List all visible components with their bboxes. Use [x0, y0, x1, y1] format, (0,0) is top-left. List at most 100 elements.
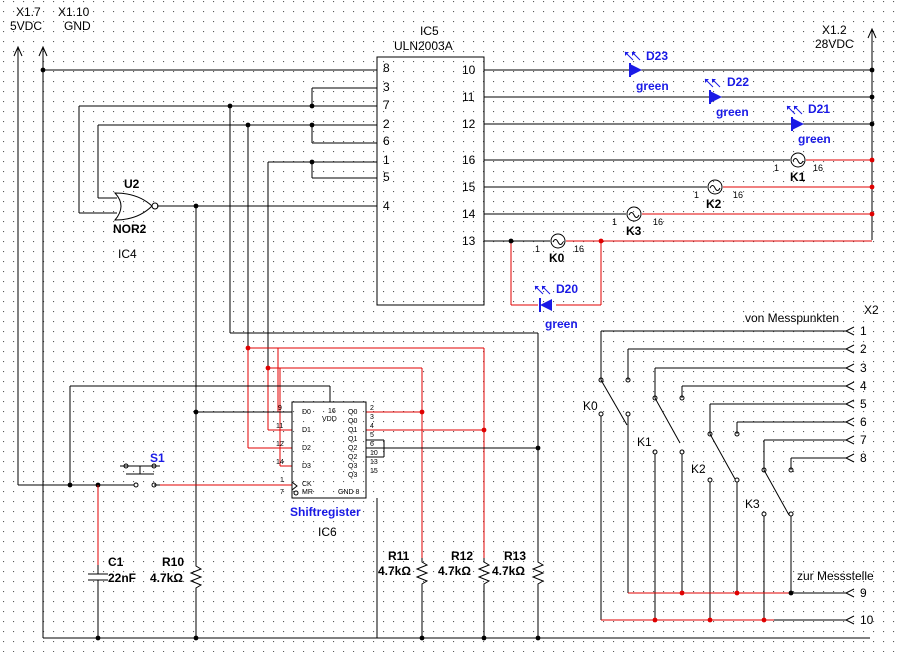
contact-ref: K2 — [691, 462, 706, 476]
ic5-right-wiring — [484, 67, 875, 306]
label-5vdc: 5VDC — [10, 19, 42, 33]
led-ref: D23 — [646, 49, 668, 63]
rail-gnd — [38, 45, 870, 639]
relay-ref: K0 — [549, 251, 565, 265]
x2-pin: 10 — [860, 613, 874, 627]
switch-s1 — [120, 463, 160, 488]
ic5-pin: 13 — [462, 234, 476, 248]
ic5-ref: IC5 — [420, 24, 439, 38]
ic5-pin: 7 — [383, 98, 390, 112]
ic5-uln2003a: IC5 ULN2003A 8 3 7 2 6 1 5 4 10 11 12 16… — [376, 24, 485, 306]
gate-ref: U2 — [124, 177, 140, 191]
sr-output-pin: 6 — [370, 441, 374, 448]
contact-ref: K3 — [745, 497, 760, 511]
sr-output: Q3 — [348, 472, 357, 479]
relay-coil-k1 — [790, 152, 806, 168]
x2-pin: 2 — [860, 342, 867, 356]
sr-output: Q3 — [348, 463, 357, 470]
switch-ref: S1 — [150, 451, 165, 465]
capacitor-c1 — [88, 565, 108, 641]
ic5-pin: 12 — [462, 117, 476, 131]
sr-output-pin: 13 — [370, 459, 378, 466]
resistor-r12 — [477, 558, 491, 641]
relay-pin: 1 — [774, 163, 779, 173]
ic5-pin: 5 — [383, 170, 390, 184]
resistor-r13 — [531, 555, 545, 641]
sr-input: D3 — [302, 463, 311, 470]
sr-output: Q1 — [348, 436, 357, 443]
resistor-r11 — [415, 558, 429, 641]
led-ref: D21 — [808, 102, 830, 116]
sr-ctl-pin: 7 — [280, 489, 284, 496]
x2-pin: 8 — [860, 451, 867, 465]
x2-pin: 5 — [860, 397, 867, 411]
x2-pin: 6 — [860, 415, 867, 429]
relay-pin: 16 — [653, 217, 663, 227]
label-x17: X1.7 — [16, 5, 41, 19]
led-d20 — [534, 285, 552, 312]
sr-ctl: MR — [302, 489, 313, 496]
led-d23 — [624, 51, 642, 77]
sr-input-pin: 9 — [278, 405, 282, 412]
sr-output-pin: 10 — [370, 450, 378, 457]
ic5-left-wiring — [40, 67, 539, 560]
led-d22 — [704, 78, 722, 104]
sr-output-pin: 5 — [370, 432, 374, 439]
relay-ref: K1 — [790, 170, 806, 184]
ic5-pin: 3 — [383, 80, 390, 94]
ic5-pin: 15 — [462, 180, 476, 194]
sr-ctl: CK — [302, 481, 312, 488]
connector-x2-pins — [601, 326, 855, 625]
sr-input: D2 — [302, 445, 311, 452]
cap-ref: C1 — [108, 555, 124, 569]
relay-pin: 16 — [813, 163, 823, 173]
ic5-pin: 10 — [462, 63, 476, 77]
sr-output: Q2 — [348, 454, 357, 461]
x2-pin: 1 — [860, 324, 867, 338]
gate-ic: IC4 — [118, 247, 137, 261]
sr-ctl-pin: 1 — [280, 477, 284, 484]
res-value: 4.7kΩ — [378, 564, 411, 578]
ic5-pin: 16 — [462, 153, 476, 167]
relay-pin: 16 — [574, 244, 584, 254]
resistor-r10 — [189, 560, 203, 641]
sr-output-pin: 2 — [370, 405, 374, 412]
ic5-pin: 8 — [383, 61, 390, 75]
label-x110: X1.10 — [58, 5, 90, 19]
label-28vdc: 28VDC — [815, 37, 854, 51]
sr-vdd: VDD — [322, 416, 337, 423]
relay-coil-k2 — [707, 179, 723, 195]
ic5-pin: 14 — [462, 207, 476, 221]
led-d21 — [786, 105, 804, 131]
led-color: green — [798, 132, 831, 146]
sr-output: Q1 — [348, 427, 357, 434]
res-ref: R13 — [504, 549, 526, 563]
x2-pin: 9 — [860, 586, 867, 600]
ic5-pin: 1 — [383, 153, 390, 167]
res-value: 4.7kΩ — [492, 564, 525, 578]
relay-coil-k0 — [550, 233, 566, 249]
sr-input: D0 — [302, 409, 311, 416]
sr-output-pin: 15 — [370, 468, 378, 475]
sr-output: Q0 — [348, 418, 357, 425]
sr-output-pin: 4 — [370, 423, 374, 430]
led-color: green — [636, 79, 669, 93]
res-ref: R11 — [388, 549, 410, 563]
label-gnd: GND — [64, 19, 91, 33]
label-x12: X1.2 — [822, 23, 847, 37]
relay-pin: 16 — [733, 190, 743, 200]
sr-input-pin: 11 — [276, 423, 283, 430]
res-value: 4.7kΩ — [150, 571, 183, 585]
x2-pin: 7 — [860, 433, 867, 447]
sr-name: Shiftregister — [290, 505, 361, 519]
rail-28vdc — [867, 27, 877, 240]
res-ref: R12 — [451, 549, 473, 563]
ic5-part: ULN2003A — [394, 39, 453, 53]
ic5-pin: 11 — [462, 90, 475, 104]
relay-contacts — [598, 331, 794, 623]
contact-ref: K0 — [583, 399, 598, 413]
rail-5vdc — [13, 45, 23, 485]
shift-register-ic6: 16 VDD D0 D1 D2 D3 9 11 12 14 CK MR 1 7 … — [276, 401, 378, 499]
